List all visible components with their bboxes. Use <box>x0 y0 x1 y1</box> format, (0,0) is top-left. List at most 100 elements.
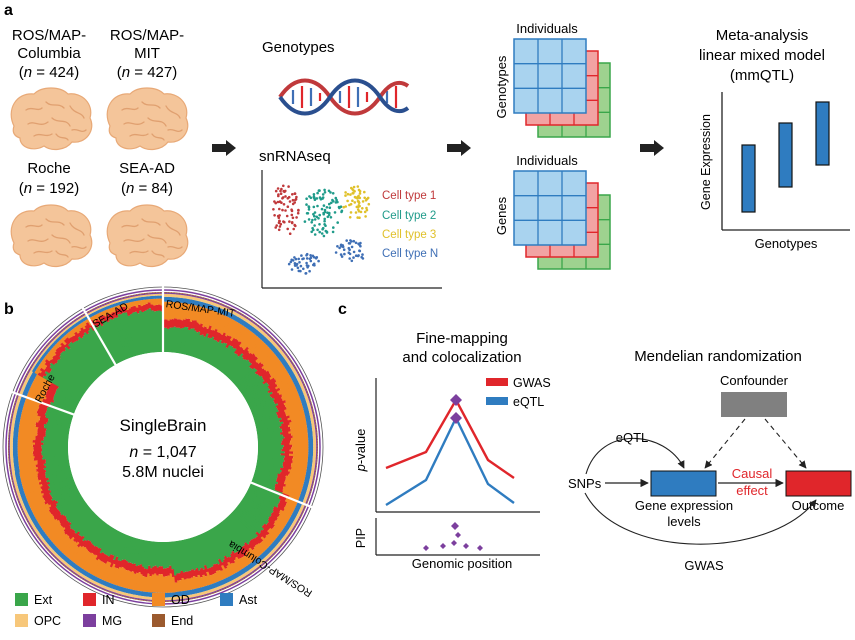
donut-wedge <box>9 470 11 474</box>
donut-wedge <box>21 411 41 419</box>
donut-wedge <box>179 292 183 294</box>
donut-wedge <box>61 539 75 554</box>
donut-wedge <box>39 415 49 421</box>
donut-wedge <box>76 566 82 572</box>
donut-wedge <box>154 292 159 293</box>
donut-wedge <box>277 503 285 510</box>
donut-wedge <box>239 569 245 575</box>
donut-wedge <box>257 444 284 448</box>
cell-point <box>335 198 338 202</box>
donut-wedge <box>107 308 113 315</box>
donut-wedge <box>229 313 235 319</box>
dna-icon <box>278 78 410 116</box>
donut-wedge <box>69 329 76 337</box>
legend-swatch <box>152 593 165 606</box>
donut-wedge <box>8 438 9 442</box>
donut-wedge <box>249 396 273 409</box>
cell-point <box>305 252 309 256</box>
donut-wedge <box>8 432 11 437</box>
cell-point <box>305 197 308 200</box>
donut-wedge <box>87 520 105 542</box>
gene-expression-label: levels <box>667 514 701 529</box>
donut-wedge <box>157 298 162 305</box>
donut-wedge <box>9 443 13 447</box>
donut-wedge <box>98 578 104 585</box>
donut-wedge <box>216 333 224 343</box>
donut-wedge <box>51 509 60 516</box>
cell-point <box>349 193 352 196</box>
donut-wedge <box>144 292 148 294</box>
cell-point <box>281 208 284 212</box>
donut-wedge <box>313 476 316 481</box>
donut-wedge <box>182 329 191 355</box>
donut-wedge <box>316 444 318 448</box>
donut-wedge <box>73 334 80 342</box>
cell-point <box>290 268 294 271</box>
donut-wedge <box>59 553 66 559</box>
donut-wedge <box>11 480 14 485</box>
model-title: (mmQTL) <box>730 67 794 84</box>
donut-wedge <box>242 352 251 361</box>
donut-wedge <box>243 542 251 550</box>
donut-wedge <box>77 535 85 544</box>
donut-wedge <box>40 517 55 529</box>
donut-wedge <box>232 340 240 350</box>
legend-swatch <box>152 614 165 627</box>
donut-wedge <box>116 534 129 561</box>
donut-wedge <box>314 471 317 475</box>
cell-point <box>281 197 284 200</box>
cell-point <box>285 214 289 218</box>
donut-wedge <box>129 563 134 572</box>
donut-wedge <box>283 506 294 514</box>
donut-wedge <box>236 346 244 356</box>
cohort-label: Columbia <box>17 45 81 62</box>
cell-point <box>357 254 360 257</box>
donut-wedge <box>257 434 283 440</box>
cell-point <box>302 267 305 271</box>
flow-arrow-icon <box>640 140 664 156</box>
pip-label: PIP <box>354 528 368 548</box>
cell-point <box>327 213 331 217</box>
donut-wedge <box>185 578 191 591</box>
donut-wedge <box>37 412 47 418</box>
donut-wedge <box>222 519 246 547</box>
donut-wedge <box>58 514 67 522</box>
donut-wedge <box>44 367 52 374</box>
cell-point <box>289 260 293 264</box>
donut-wedge <box>93 524 110 547</box>
donut-wedge <box>10 416 12 421</box>
donut-wedge <box>44 361 52 368</box>
donut-wedge <box>139 566 145 575</box>
donut-wedge <box>48 477 74 489</box>
cohort-n-symbol: n <box>24 64 32 81</box>
donut-wedge <box>131 572 139 591</box>
donut-wedge <box>252 548 261 558</box>
donut-wedge <box>248 395 271 408</box>
cell-point <box>323 217 327 221</box>
cell-point <box>313 233 317 236</box>
donut-wedge <box>65 558 72 564</box>
donut-wedge <box>316 457 318 462</box>
donut-wedge <box>275 378 293 390</box>
donut-wedge <box>42 489 52 496</box>
donut-wedge <box>183 579 189 591</box>
donut-wedge <box>181 319 187 329</box>
donut-wedge <box>124 312 139 356</box>
donut-wedge <box>18 426 38 432</box>
donut-wedge <box>281 470 291 475</box>
cell-point <box>358 192 362 195</box>
donut-wedge <box>154 292 159 294</box>
donut-wedge <box>242 497 272 518</box>
donut-wedge <box>217 563 224 572</box>
cell-type-label: Cell type 2 <box>382 210 436 222</box>
donut-wedge <box>44 370 84 397</box>
donut-wedge <box>316 433 318 438</box>
donut-wedge <box>283 363 290 369</box>
donut-wedge <box>227 321 239 337</box>
donut-wedge <box>137 312 147 354</box>
donut-wedge <box>249 561 256 568</box>
donut-wedge <box>47 479 75 491</box>
donut-wedge <box>72 530 81 539</box>
cell-point <box>344 194 347 197</box>
donut-wedge <box>252 476 276 487</box>
